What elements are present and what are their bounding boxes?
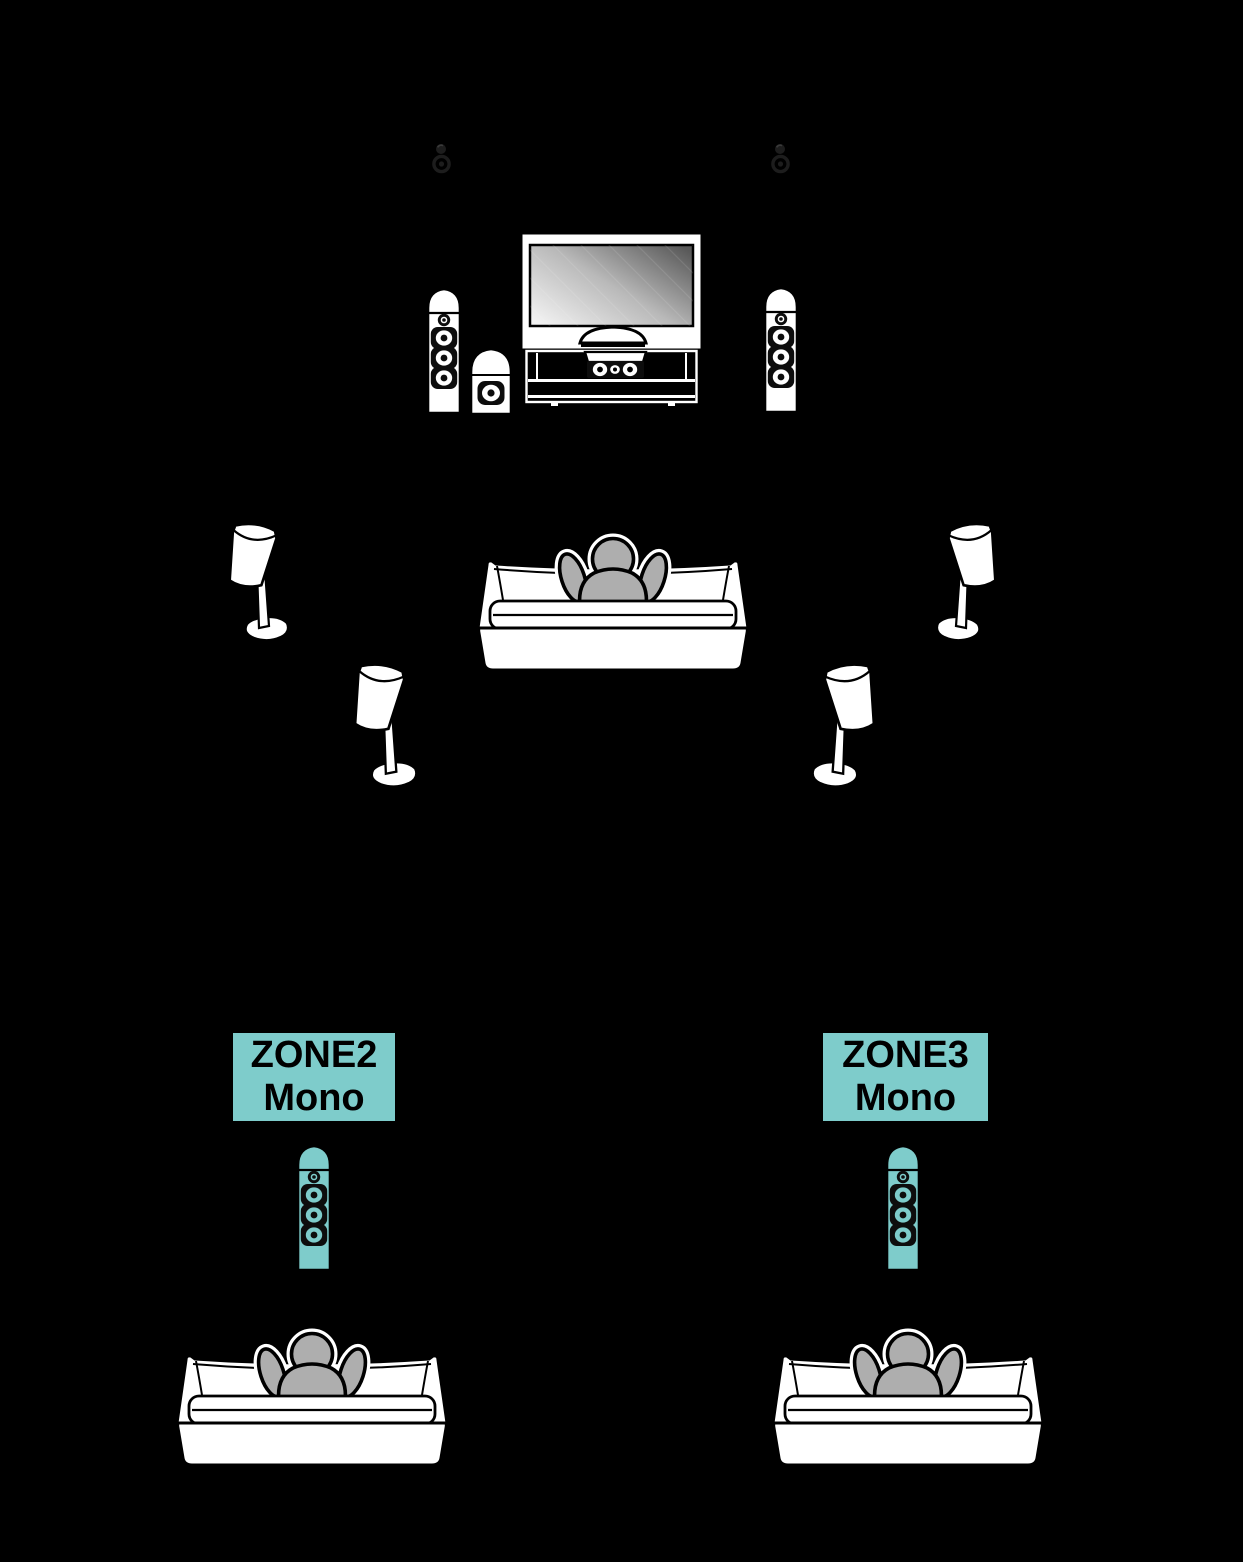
surround-speaker-right	[935, 518, 1004, 645]
sofa-main	[478, 539, 748, 671]
zone2-mono-speaker	[296, 1144, 332, 1272]
front-speaker-left	[426, 287, 462, 415]
surround-back-speaker-right	[811, 658, 884, 791]
sofa-zone3	[773, 1334, 1043, 1466]
sofa-zone2	[177, 1334, 447, 1466]
tv	[522, 234, 701, 349]
zone2-label-line1: ZONE2	[250, 1034, 378, 1076]
zone3-label: ZONE3 Mono	[823, 1033, 988, 1121]
height-speaker-right-icon	[771, 142, 790, 174]
center-speaker	[583, 350, 648, 378]
zone2-label-line2: Mono	[263, 1077, 365, 1119]
zone3-label-line1: ZONE3	[842, 1034, 969, 1076]
front-speaker-right	[763, 286, 799, 414]
surround-speaker-left	[221, 518, 290, 645]
zone2-label: ZONE2 Mono	[233, 1033, 395, 1121]
subwoofer	[469, 347, 513, 416]
tv-stand	[525, 349, 698, 406]
height-speaker-left-icon	[432, 142, 451, 174]
tv-neck	[578, 325, 648, 345]
zone3-label-line2: Mono	[854, 1077, 957, 1119]
surround-back-speaker-left	[345, 658, 418, 791]
zone3-mono-speaker	[885, 1144, 921, 1272]
